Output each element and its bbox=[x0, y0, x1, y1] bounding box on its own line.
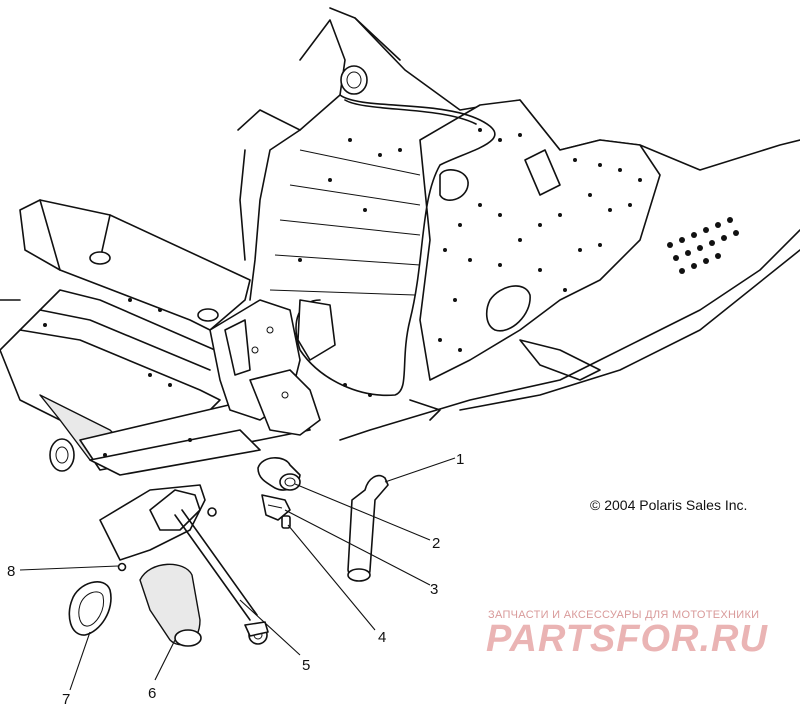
callout-4: 4 bbox=[378, 629, 386, 646]
part-1-tube bbox=[347, 474, 389, 582]
front-frame bbox=[0, 199, 321, 476]
callout-5: 5 bbox=[302, 657, 310, 674]
callout-8: 8 bbox=[7, 563, 15, 580]
copyright-notice: © 2004 Polaris Sales Inc. bbox=[590, 497, 748, 513]
part-3-bracket bbox=[261, 494, 291, 521]
part-2-clamp bbox=[257, 457, 301, 491]
watermark-tagline: ЗАПЧАСТИ И АКСЕССУАРЫ ДЛЯ МОТОТЕХНИКИ bbox=[488, 609, 760, 621]
running-board-vents bbox=[667, 217, 739, 274]
callout-2: 2 bbox=[432, 535, 440, 552]
callout-leaders bbox=[19, 457, 456, 691]
part-6-boot bbox=[139, 563, 202, 647]
callout-labels: 1 2 3 4 5 6 7 8 bbox=[7, 451, 464, 706]
callout-1: 1 bbox=[456, 451, 464, 468]
watermark-logo: PARTSFOR.RU bbox=[486, 618, 768, 660]
callout-3: 3 bbox=[430, 581, 438, 598]
tunnel-assembly bbox=[237, 7, 800, 441]
rivet-holes bbox=[298, 128, 642, 397]
part-8-screw bbox=[117, 562, 127, 572]
callout-7: 7 bbox=[62, 691, 70, 706]
callout-6: 6 bbox=[148, 685, 156, 702]
part-7-gasket bbox=[68, 581, 112, 636]
part-5-steering-rod bbox=[99, 484, 269, 645]
